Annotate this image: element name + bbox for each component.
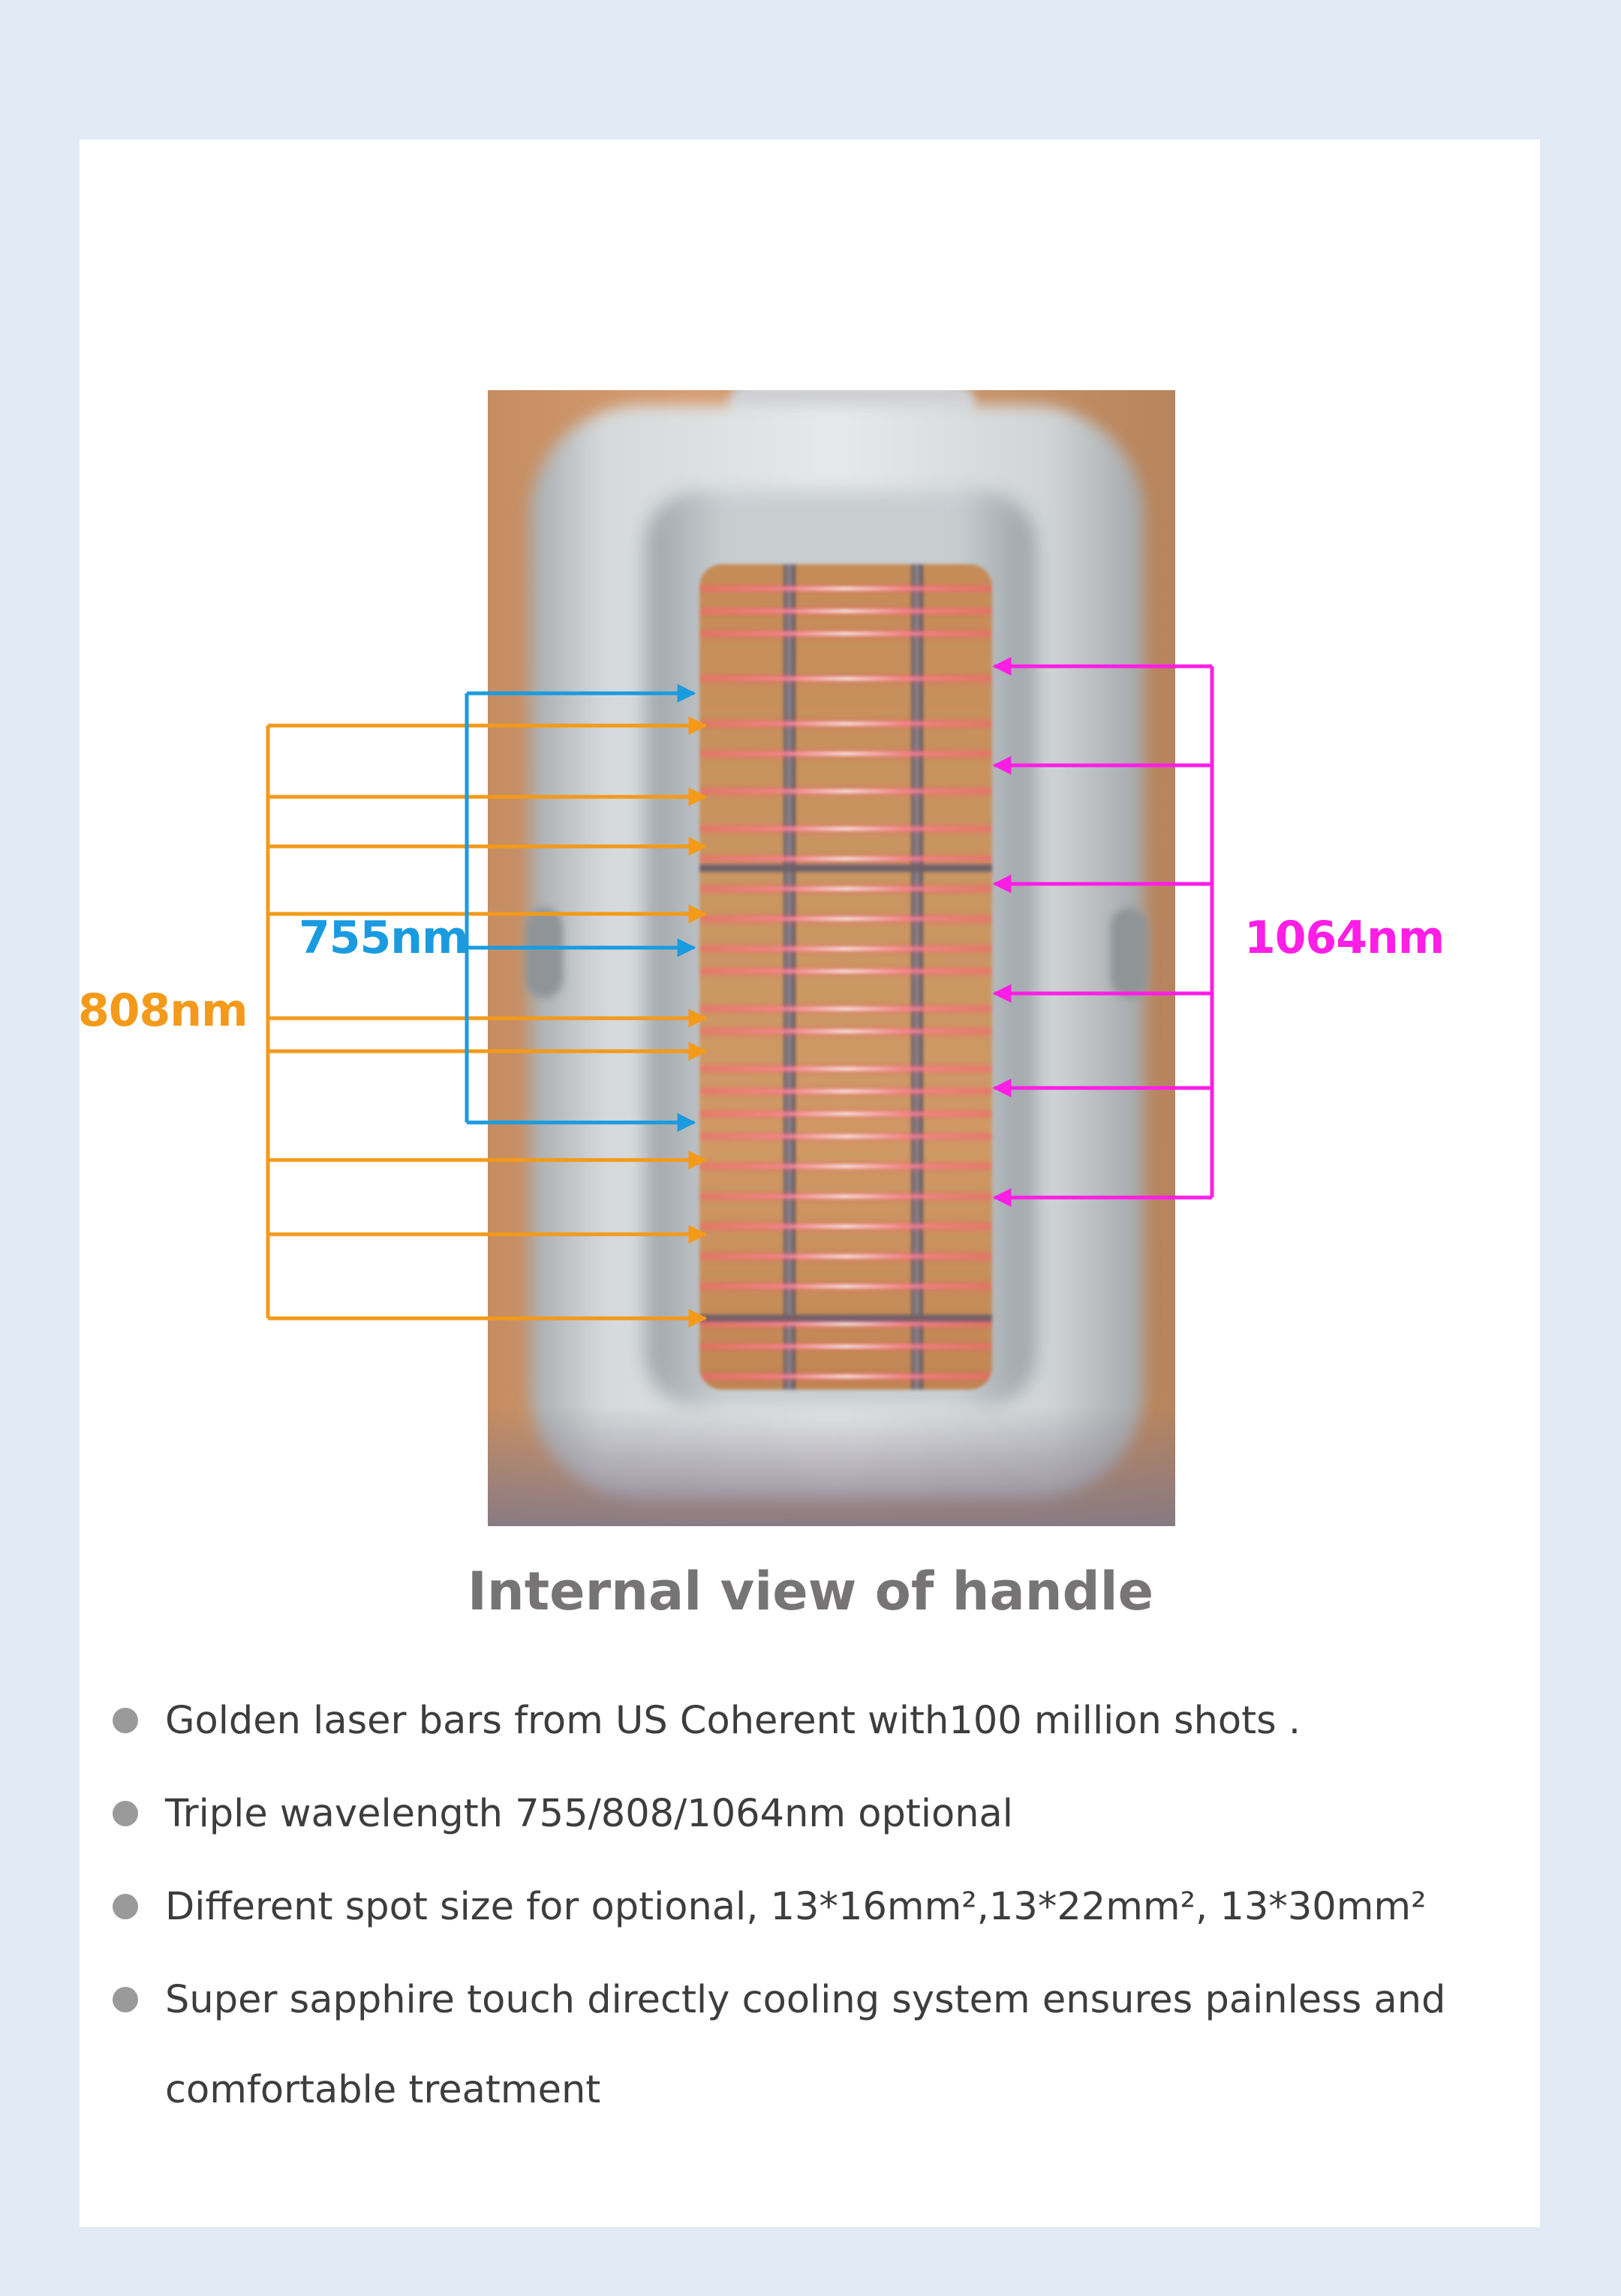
label-1064nm: 1064nm <box>1244 912 1445 964</box>
feature-text: Triple wavelength 755/808/1064nm optiona… <box>165 1792 1013 1836</box>
laser-bar <box>699 587 992 591</box>
label-755nm: 755nm <box>299 912 468 964</box>
laser-bar <box>699 1322 992 1326</box>
laser-bar <box>699 1029 992 1033</box>
feature-item: Triple wavelength 755/808/1064nm optiona… <box>113 1769 1501 1859</box>
laser-bar <box>699 722 992 726</box>
laser-bar <box>699 1165 992 1168</box>
laser-bar <box>699 1255 992 1258</box>
laser-bar <box>699 1375 992 1378</box>
laser-bar <box>699 1225 992 1228</box>
laser-bar <box>699 1112 992 1116</box>
laser-bar <box>699 1067 992 1071</box>
vertical-rail <box>911 564 923 1390</box>
laser-bar <box>699 1134 992 1138</box>
vertical-rail <box>783 564 795 1390</box>
laser-bar <box>699 1345 992 1348</box>
arrows-808nm <box>266 716 708 1328</box>
laser-bar <box>699 947 992 951</box>
laser-bar <box>699 1285 992 1288</box>
diagram-title: Internal view of handle <box>467 1561 1154 1622</box>
feature-item: Super sapphire touch directly cooling sy… <box>113 1955 1501 2135</box>
laser-bar <box>699 857 992 861</box>
laser-bar <box>699 632 992 636</box>
handle-internal-photo <box>488 390 1175 1526</box>
laser-bar <box>699 917 992 921</box>
cross-rail <box>699 864 992 872</box>
arrows-755nm <box>462 684 696 1132</box>
bullet-icon <box>113 1894 138 1919</box>
laser-bar <box>699 752 992 756</box>
label-808nm: 808nm <box>78 984 248 1037</box>
feature-text: Different spot size for optional, 13*16m… <box>165 1885 1427 1929</box>
laser-bar <box>699 789 992 793</box>
laser-bar <box>699 609 992 613</box>
bullet-icon <box>113 1801 138 1826</box>
bullet-icon <box>113 1708 138 1733</box>
bottom-shade <box>488 1406 1175 1526</box>
bullet-icon <box>113 1987 138 2012</box>
laser-bar <box>699 1007 992 1011</box>
laser-bar <box>699 677 992 681</box>
right-side-knob <box>1111 908 1148 998</box>
laser-bar-window <box>699 564 992 1390</box>
laser-bar <box>699 1089 992 1093</box>
feature-list: Golden laser bars from US Coherent with1… <box>113 1673 1501 2135</box>
laser-bar <box>699 887 992 891</box>
laser-bar <box>699 827 992 831</box>
cross-rail <box>699 1315 992 1322</box>
feature-item: Different spot size for optional, 13*16m… <box>113 1862 1501 1952</box>
feature-item: Golden laser bars from US Coherent with1… <box>113 1676 1501 1766</box>
laser-bar <box>699 1195 992 1198</box>
laser-bar <box>699 969 992 973</box>
feature-text: Golden laser bars from US Coherent with1… <box>165 1699 1301 1743</box>
arrows-1064nm <box>992 657 1214 1207</box>
feature-text: Super sapphire touch directly cooling sy… <box>165 1978 1446 2112</box>
left-side-knob <box>525 908 563 998</box>
